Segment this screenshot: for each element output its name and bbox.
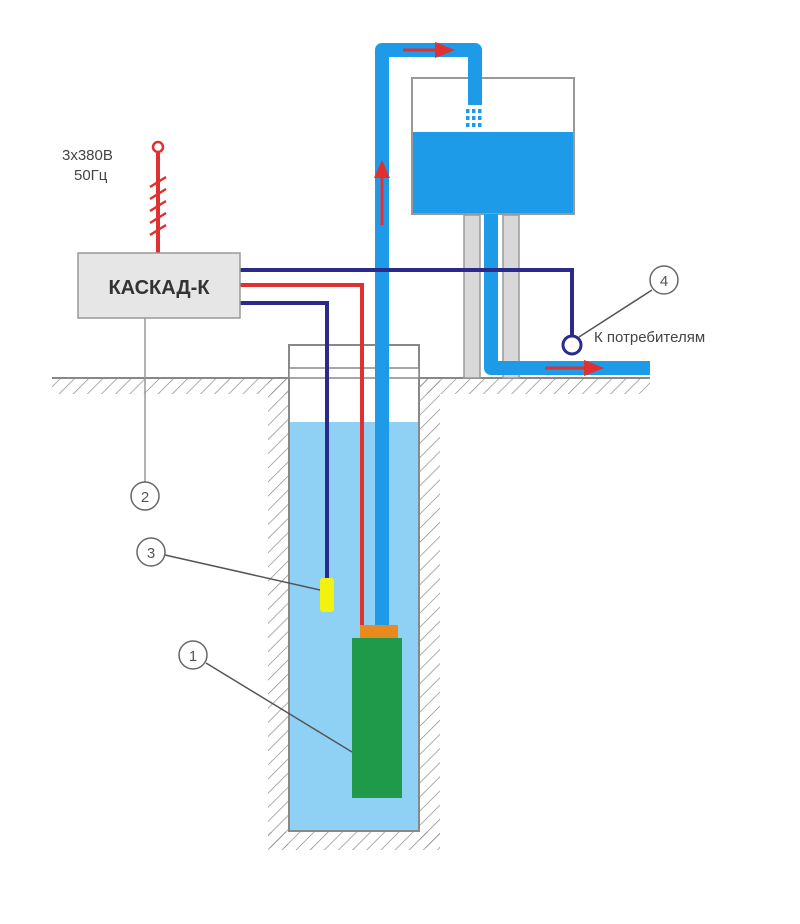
signal-cables <box>240 268 574 578</box>
pump-body <box>352 638 402 798</box>
callout-1: 1 <box>178 640 208 670</box>
callout-4: 4 <box>649 265 679 295</box>
callout-4-number: 4 <box>660 273 668 290</box>
callout-2: 2 <box>130 481 160 511</box>
ground <box>52 377 650 394</box>
callout-2-number: 2 <box>141 489 149 506</box>
flow-arrow-out <box>545 360 604 376</box>
well-hatch-left <box>268 378 288 848</box>
pressure-sensor <box>561 334 583 356</box>
frequency-label: 50Гц <box>74 167 108 184</box>
well-hatch-bottom <box>268 832 440 850</box>
pump-cap <box>360 625 398 641</box>
power-cables <box>149 140 364 625</box>
voltage-label: 3x380B <box>62 147 113 164</box>
submersible-pump <box>352 625 402 798</box>
sensor-cable <box>240 301 329 578</box>
tank-supports <box>463 214 520 379</box>
well-cap <box>288 367 420 379</box>
level-sensor <box>320 578 334 612</box>
pressure-sensor-cable <box>240 268 574 335</box>
water-tank <box>411 77 575 215</box>
callout-3: 3 <box>136 537 166 567</box>
pump-power-cable <box>240 283 364 625</box>
ground-hatch-left <box>52 378 288 394</box>
water-drops <box>466 109 482 127</box>
tank-water <box>413 132 573 213</box>
flow-arrows <box>374 42 604 376</box>
flow-arrow-top <box>403 42 455 58</box>
flow-arrow-up <box>374 160 390 225</box>
tank-support-left <box>463 214 481 379</box>
callout-3-number: 3 <box>147 545 155 562</box>
callout-1-number: 1 <box>189 648 197 665</box>
consumers-label: К потребителям <box>594 329 705 346</box>
controller-box: КАСКАД-К <box>77 252 241 319</box>
controller-body <box>77 252 241 319</box>
tank-support-right <box>502 214 520 379</box>
ground-hatch-right <box>420 378 650 394</box>
power-terminal <box>151 140 165 154</box>
well-casing <box>288 344 420 832</box>
controller-label: КАСКАД-К <box>108 277 210 299</box>
callout-3-leader <box>164 554 321 591</box>
callout-4-leader <box>578 289 653 338</box>
well-hatch-right <box>420 378 440 848</box>
callout-1-leader <box>205 662 353 753</box>
